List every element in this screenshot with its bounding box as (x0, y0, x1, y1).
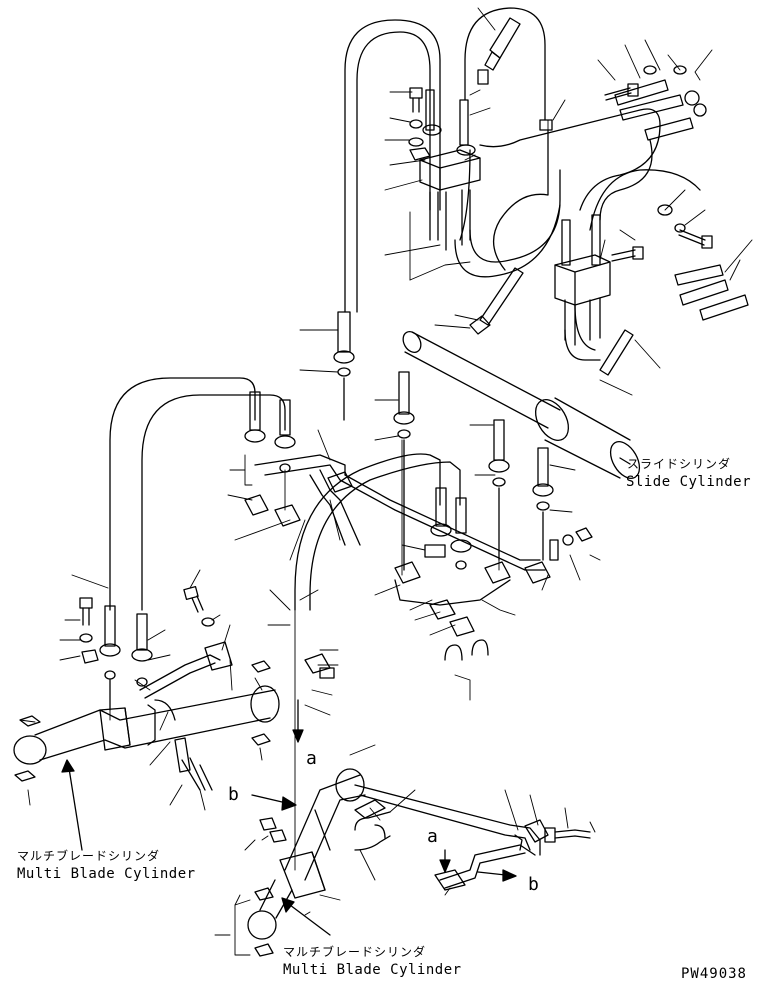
hose-loop-left (109, 377, 286, 611)
hose-loops-top (344, 7, 701, 361)
callout-b-left: b (228, 784, 239, 805)
multi-blade-cylinder-bottom-label-en: Multi Blade Cylinder (283, 962, 462, 978)
hose-fitting-top (477, 17, 521, 85)
hose-loop-center (294, 453, 461, 611)
callout-b-right: b (528, 874, 539, 895)
bolts-top-right (604, 65, 713, 262)
hose-ends-middle (244, 311, 554, 571)
leader-lines (19, 7, 753, 956)
manifold-block-upper-right (554, 214, 611, 346)
connection-lines (109, 119, 549, 871)
callout-a-top: a (306, 748, 317, 769)
arrows (61, 457, 631, 936)
fasteners-left (14, 585, 271, 791)
callout-a-right: a (427, 826, 438, 847)
tube-lower-right (354, 784, 591, 891)
multi-blade-cylinder-left-label-jp: マルチブレードシリンダ (17, 849, 161, 863)
slide-cylinder-label-jp: スライドシリンダ (627, 457, 732, 471)
diagonal-hoses-right (469, 79, 749, 376)
drawing-code: PW49038 (680, 966, 747, 982)
bolt-stack-upper (408, 87, 431, 161)
multi-blade-cylinder-left (13, 605, 280, 765)
multi-blade-cylinder-bottom-label-jp: マルチブレードシリンダ (283, 945, 427, 959)
steel-tube-assembly (254, 454, 546, 606)
u-bolts-middle (444, 119, 593, 661)
slide-cylinder-label-en: Slide Cylinder (626, 474, 752, 490)
slide-cylinder-body (402, 331, 641, 479)
clamp-plates (244, 471, 551, 679)
manifold-block-upper-left (419, 89, 481, 251)
multi-blade-cylinder-left-label-en: Multi Blade Cylinder (17, 866, 196, 882)
multi-blade-cylinder-bottom (247, 768, 391, 957)
